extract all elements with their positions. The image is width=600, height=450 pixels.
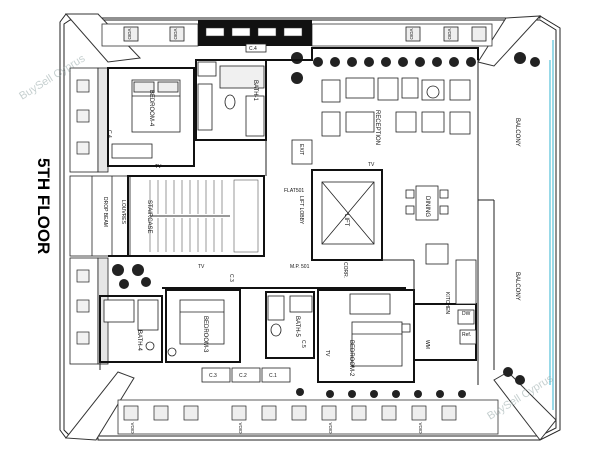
- bath4-label: BATH-4: [136, 330, 142, 352]
- kitchen-label: KITCHEN: [444, 292, 450, 314]
- reception-label: RECEPTION: [374, 110, 380, 145]
- void-label: VOID: [328, 422, 333, 434]
- closets-bottom: [201, 367, 291, 383]
- bedroom2-bed: [349, 293, 411, 367]
- drop-beam-label: DROP BEAM: [102, 197, 108, 227]
- plants-bottom: [296, 388, 466, 398]
- ref-label: Ref.: [462, 332, 471, 338]
- floor-label: 5TH FLOOR: [34, 158, 53, 254]
- bath5-label: BATH-5: [294, 316, 300, 338]
- mp-label: M.P. 501: [290, 264, 310, 270]
- c5-label: C.5: [300, 340, 306, 348]
- tv-label-3: TV: [198, 264, 205, 270]
- dw-label: DW: [462, 311, 471, 317]
- bottom-void-boxes: [123, 405, 457, 421]
- lift: [321, 181, 375, 245]
- louvres-label: LOUVRES: [120, 200, 126, 225]
- void-label: VOID: [418, 422, 423, 434]
- void-label: VOID: [127, 28, 132, 40]
- top-window-bar: [198, 20, 312, 46]
- outer-frame: [59, 13, 561, 441]
- c4-left-label: C.4: [106, 130, 112, 138]
- flat-label: FLAT501: [284, 188, 304, 194]
- bottom-void-strip: [117, 399, 499, 435]
- balcony-bottom-label: BALCONY: [514, 272, 520, 301]
- drop-beam-strip: [69, 175, 131, 257]
- top-void-boxes: [123, 26, 487, 42]
- c1-label: C.1: [269, 373, 277, 379]
- tv-label-2: TV: [368, 162, 375, 168]
- void-label: VOID: [130, 422, 135, 434]
- void-label: VOID: [238, 422, 243, 434]
- plants-top: [112, 52, 540, 385]
- wm-label: WM: [424, 340, 430, 349]
- bath4-fixtures: [103, 299, 159, 351]
- walls: [99, 47, 479, 383]
- bath1-fixtures: [197, 61, 265, 137]
- left-columns: [69, 67, 109, 365]
- balcony-top-label: BALCONY: [514, 118, 520, 147]
- dining-label: DINING: [424, 196, 430, 217]
- void-label: VOID: [409, 28, 414, 40]
- bedroom3-label: BEDROOM-3: [202, 316, 208, 353]
- c3-label: C.3: [209, 373, 217, 379]
- exit-box: [291, 139, 313, 165]
- left-void-boxes: [76, 79, 90, 345]
- dining-table: [405, 185, 449, 221]
- bath5-fixtures: [267, 295, 313, 337]
- bedroom3-bed: [167, 299, 225, 357]
- c2-label: C.2: [239, 373, 247, 379]
- void-label: VOID: [173, 28, 178, 40]
- void-label: VOID: [447, 28, 452, 40]
- reception-furniture: [321, 77, 471, 137]
- lift-lobby-label: LIFT LOBBY: [298, 196, 304, 225]
- lift-label: LIFT: [343, 214, 349, 227]
- bedroom4-label: BEDROOM-4: [148, 90, 154, 127]
- balcony-glass: [549, 40, 554, 410]
- staircase-label: STAIRCASE: [146, 200, 152, 234]
- c3-mid-label: C.3: [228, 274, 234, 282]
- thin-walls: [99, 140, 495, 370]
- bedroom4-bed: [111, 79, 181, 159]
- c4-top-box: [245, 43, 267, 53]
- bedroom2-label: BEDROOM-2: [348, 340, 354, 377]
- tv-label-4: TV: [324, 350, 330, 357]
- tv-label: TV: [155, 164, 162, 170]
- kitchen: [425, 243, 477, 345]
- bath1-label: BATH-1: [252, 80, 258, 102]
- staircase-treads: [149, 179, 259, 253]
- c4-top-label: C.4: [249, 46, 257, 52]
- exit-label: EXIT: [298, 144, 304, 155]
- corridor-label: CORR.: [342, 262, 348, 278]
